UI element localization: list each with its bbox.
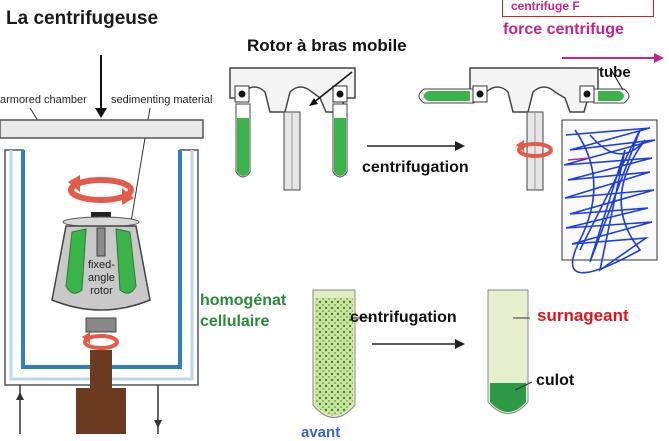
tube-label: tube: [599, 64, 631, 81]
centrifugation-label-bottom: centrifugation: [350, 309, 457, 326]
centrifuge-f-box: centrifuge F: [502, 0, 654, 17]
avant-label: avant: [301, 424, 341, 441]
armored-lid: [0, 119, 204, 139]
culot-label: culot: [536, 372, 575, 389]
fixed-angle-line1: fixed-: [88, 259, 115, 271]
down-arrow-icon: [95, 55, 107, 118]
right-arrow-icon-bottom: [372, 339, 465, 349]
rotation-arrow-icon-bottom: [82, 332, 119, 350]
surnageant-label: surnageant: [537, 306, 629, 325]
force-arrow-icon: [562, 53, 664, 63]
centrifuge-f-label: centrifuge F: [511, 0, 580, 13]
rotation-arrow-icon: [68, 175, 134, 205]
fixed-angle-rotor-label: fixed- angle rotor: [88, 259, 115, 298]
force-centrifuge-label: force centrifuge: [503, 21, 624, 38]
right-arrow-icon: [367, 141, 465, 151]
homogenat-label: homogénat cellulaire: [200, 290, 286, 332]
tube-avant: [312, 289, 372, 418]
page-title: La centrifugeuse: [6, 8, 159, 29]
homogenat-line2: cellulaire: [200, 313, 270, 330]
rotor-at-rest: [229, 67, 356, 191]
rotor-title: Rotor à bras mobile: [247, 36, 407, 55]
fixed-angle-line3: rotor: [90, 285, 113, 297]
rotor-spinning: [418, 67, 630, 191]
sedimenting-material-label: sedimenting material: [111, 94, 213, 106]
centrifuge-illustration: [0, 55, 204, 434]
armored-chamber-label: armored chamber: [0, 94, 87, 106]
centrifugation-label-top: centrifugation: [362, 159, 469, 176]
tube-apres: [487, 289, 533, 414]
scribbled-note: [561, 119, 658, 274]
homogenat-line1: homogénat: [200, 292, 287, 309]
motor-shaft: [76, 388, 126, 434]
fixed-angle-line2: angle: [88, 272, 115, 284]
